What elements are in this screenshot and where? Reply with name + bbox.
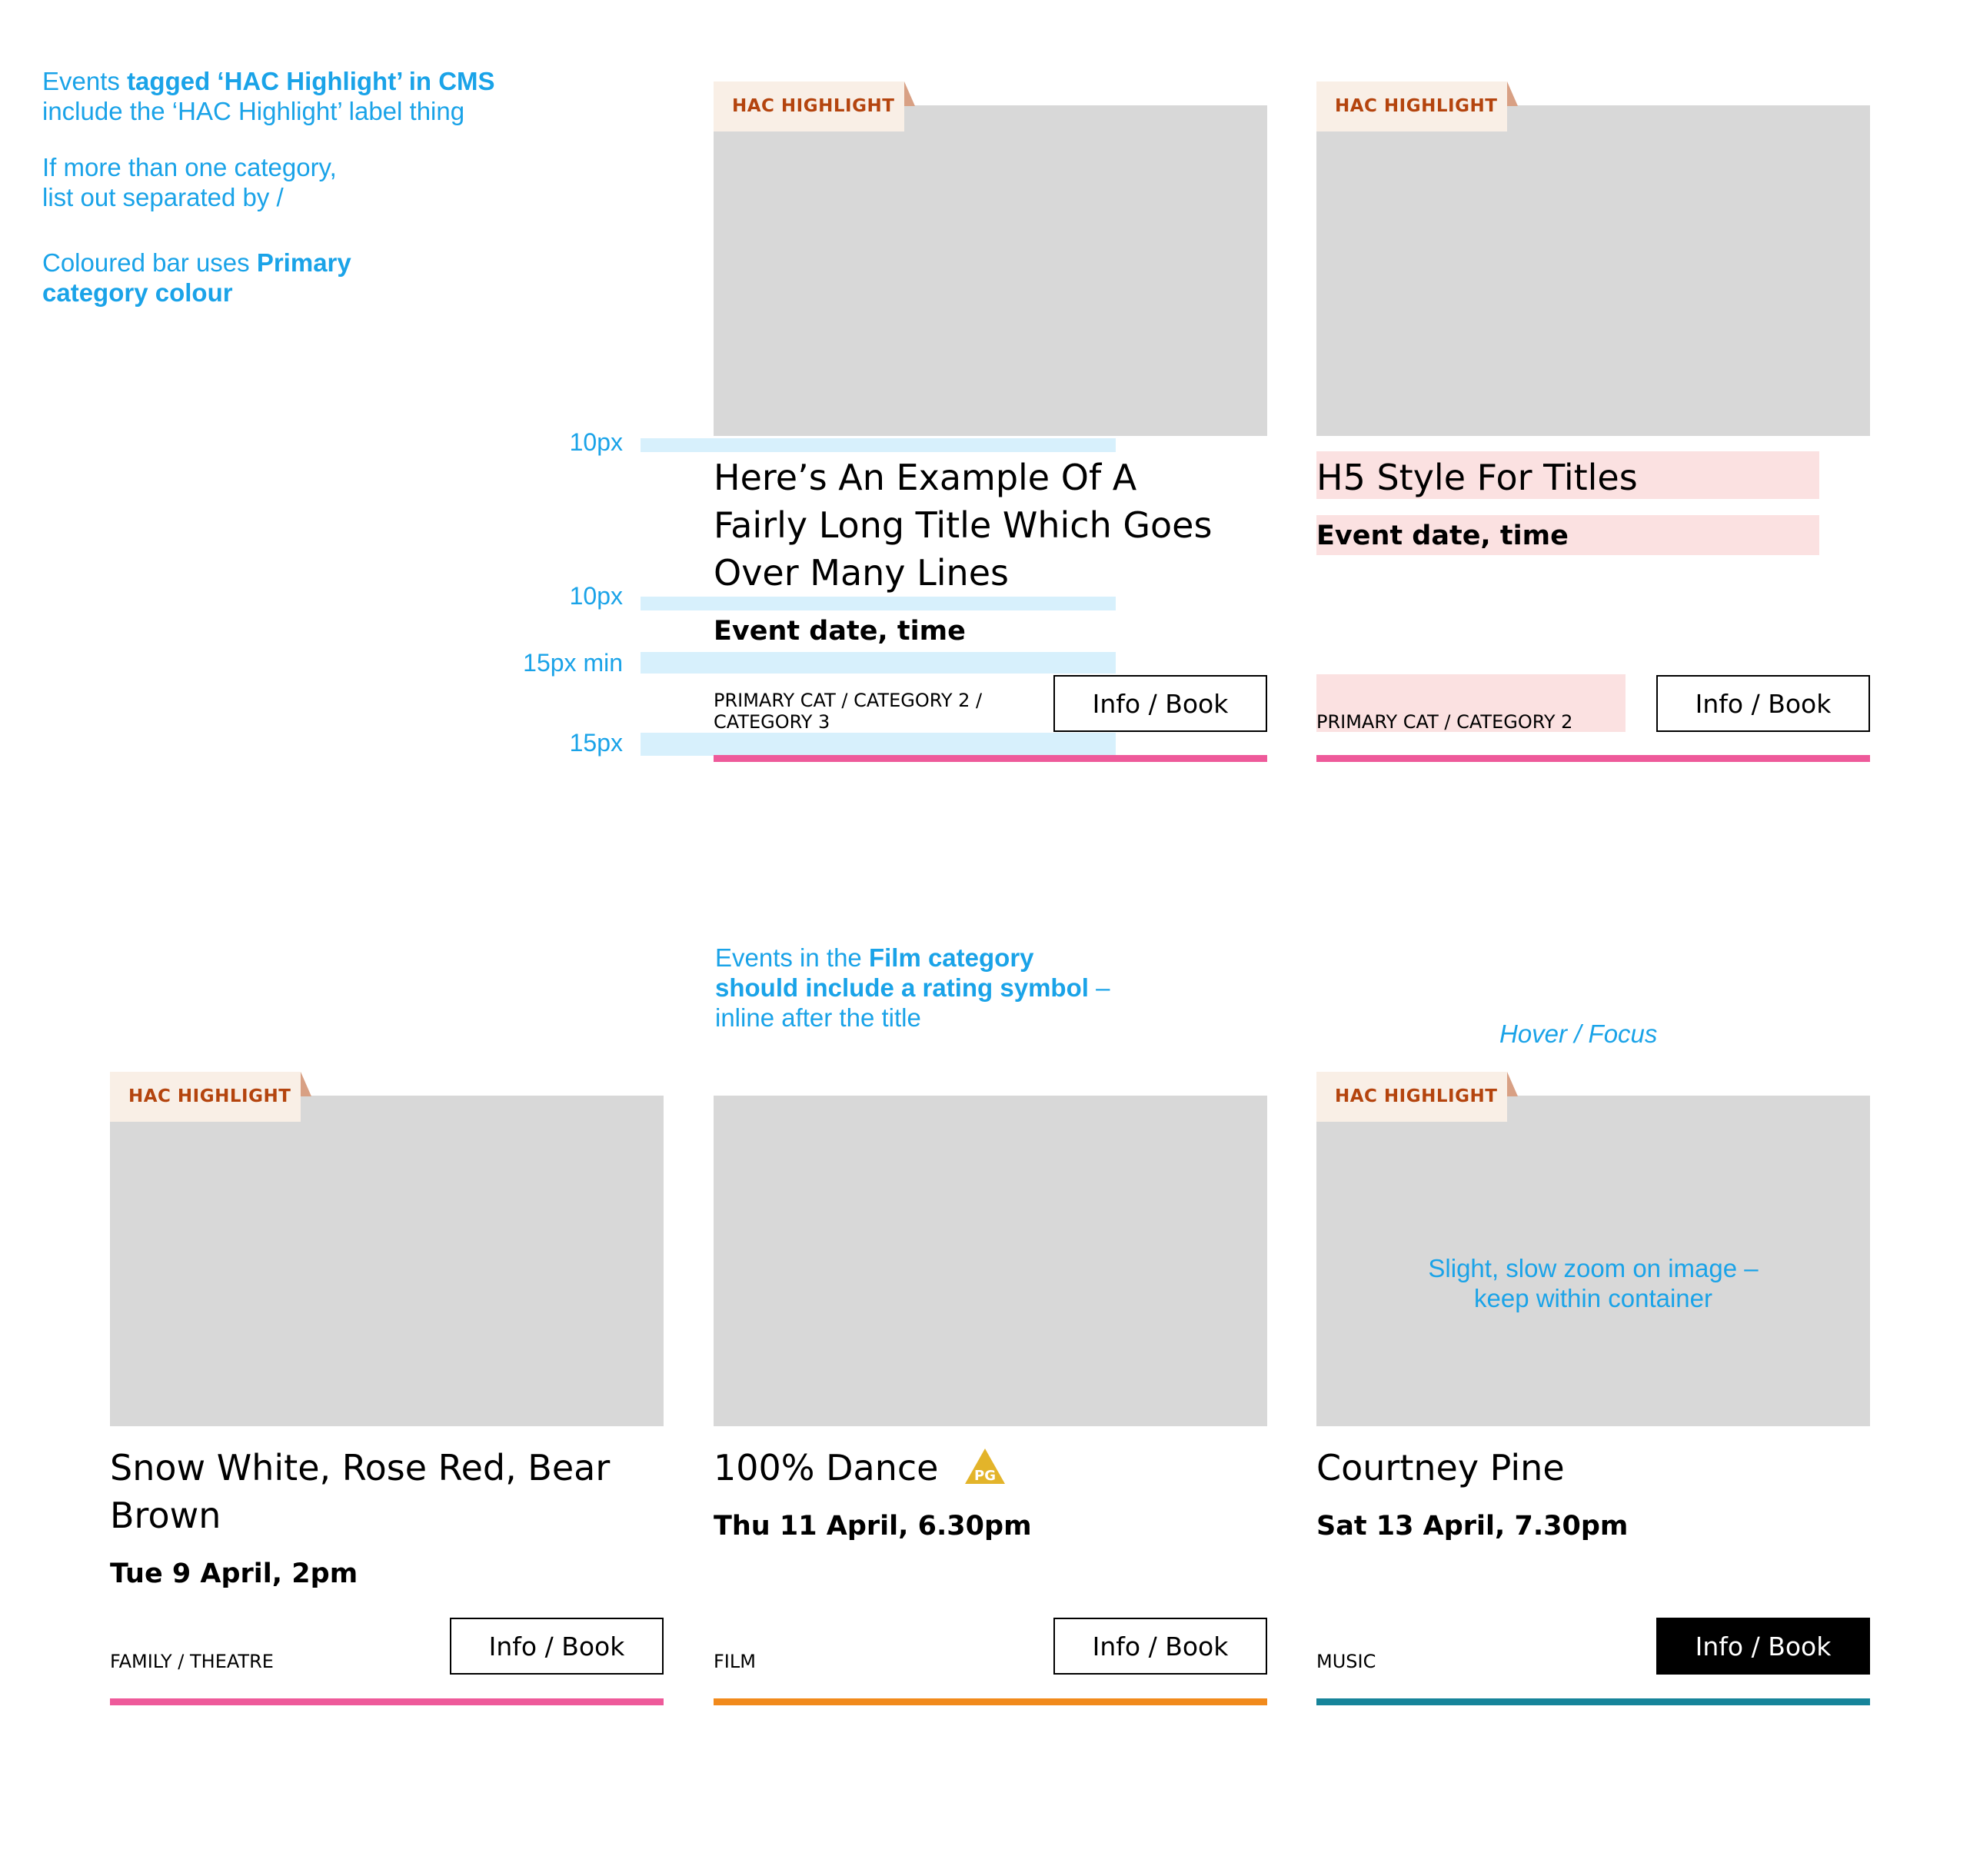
zoom-note-line1: Slight, slow zoom on image – xyxy=(1428,1254,1759,1282)
film-rating-note: Events in the Film category should inclu… xyxy=(715,943,1253,1033)
event-title-line2: Fairly Long Title Which Goes xyxy=(714,504,1213,546)
spacing-bar-1 xyxy=(641,438,1116,452)
date-guide-highlight xyxy=(1316,515,1819,555)
spacing-label-1: 10px xyxy=(569,428,623,456)
category-colour-bar xyxy=(714,755,1267,762)
categories-guide-highlight xyxy=(1316,674,1626,732)
colour-bar-note: Coloured bar uses Primary category colou… xyxy=(42,248,581,308)
event-image[interactable] xyxy=(1316,105,1870,436)
cms-tag-note-bold: tagged ‘HAC Highlight’ in CMS xyxy=(127,67,495,95)
event-title[interactable]: H5 Style For Titles xyxy=(1316,457,1638,498)
event-image[interactable] xyxy=(714,1096,1267,1426)
cms-tag-note: Events tagged ‘HAC Highlight’ in CMS inc… xyxy=(42,66,581,126)
hac-highlight-tag: HAC HIGHLIGHT xyxy=(1316,81,1507,131)
colour-bar-note-bold1: Primary xyxy=(256,248,351,277)
info-book-button-hover[interactable]: Info / Book xyxy=(1656,1618,1870,1675)
hac-highlight-tag: HAC HIGHLIGHT xyxy=(1316,1072,1507,1122)
event-title[interactable]: 100% Dance PG xyxy=(714,1444,1252,1492)
category-colour-bar xyxy=(110,1698,664,1705)
hac-highlight-tag: HAC HIGHLIGHT xyxy=(110,1072,301,1122)
category-colour-bar xyxy=(1316,1698,1870,1705)
event-date: Event date, time xyxy=(714,616,966,647)
event-categories-line2: CATEGORY 3 xyxy=(714,711,830,733)
category-note: If more than one category, list out sepa… xyxy=(42,152,581,212)
category-colour-bar xyxy=(714,1698,1267,1705)
event-card-example-long: HAC HIGHLIGHT Here’s An Example Of A Fai… xyxy=(714,81,1267,773)
tag-fold-corner xyxy=(904,81,915,106)
info-book-button[interactable]: Info / Book xyxy=(1053,675,1267,732)
spacing-bar-4 xyxy=(641,733,1116,756)
event-title-line1: Snow White, Rose Red, Bear xyxy=(110,1447,611,1488)
event-title[interactable]: Snow White, Rose Red, Bear Brown xyxy=(110,1444,648,1539)
cms-tag-note-line2: include the ‘HAC Highlight’ label thing xyxy=(42,97,465,125)
spacing-bar-3 xyxy=(641,652,1116,674)
event-date: Tue 9 April, 2pm xyxy=(110,1558,358,1589)
tag-fold-corner xyxy=(301,1072,311,1096)
category-note-line1: If more than one category, xyxy=(42,153,337,181)
event-categories: PRIMARY CAT / CATEGORY 2 xyxy=(1316,711,1573,733)
event-categories-line1: PRIMARY CAT / CATEGORY 2 / xyxy=(714,690,983,711)
info-book-button[interactable]: Info / Book xyxy=(1656,675,1870,732)
cms-tag-note-prefix: Events xyxy=(42,67,128,95)
event-title-line3: Over Many Lines xyxy=(714,552,1009,594)
colour-bar-note-bold2: category colour xyxy=(42,278,233,307)
event-date: Sat 13 April, 7.30pm xyxy=(1316,1511,1629,1542)
category-colour-bar xyxy=(1316,755,1870,762)
event-categories: PRIMARY CAT / CATEGORY 2 / CATEGORY 3 xyxy=(714,690,982,733)
event-title-line1: Here’s An Example Of A xyxy=(714,457,1137,498)
event-title[interactable]: Here’s An Example Of A Fairly Long Title… xyxy=(714,454,1252,597)
zoom-note: Slight, slow zoom on image – keep within… xyxy=(1316,1253,1870,1313)
category-note-line2: list out separated by / xyxy=(42,183,284,211)
spacing-label-4: 15px xyxy=(569,729,623,757)
film-note-prefix: Events in the xyxy=(715,943,869,972)
event-date: Event date, time xyxy=(1316,521,1569,551)
event-card-h5-style: HAC HIGHLIGHT H5 Style For Titles Event … xyxy=(1316,81,1870,773)
event-card-snow-white: HAC HIGHLIGHT Snow White, Rose Red, Bear… xyxy=(110,1072,664,1764)
info-book-button[interactable]: Info / Book xyxy=(450,1618,664,1675)
hac-highlight-tag: HAC HIGHLIGHT xyxy=(714,81,904,131)
event-image[interactable]: Slight, slow zoom on image – keep within… xyxy=(1316,1096,1870,1426)
film-note-bold1: Film category xyxy=(868,943,1034,972)
event-image[interactable] xyxy=(110,1096,664,1426)
rating-label: PG xyxy=(974,1468,996,1484)
film-note-bold2: should include a rating symbol xyxy=(715,973,1089,1002)
tag-fold-corner xyxy=(1507,1072,1518,1096)
spacing-bar-2 xyxy=(641,597,1116,610)
pg-rating-icon: PG xyxy=(965,1448,1006,1484)
zoom-note-line2: keep within container xyxy=(1473,1284,1713,1312)
event-image[interactable] xyxy=(714,105,1267,436)
event-categories: FILM xyxy=(714,1651,756,1672)
event-date: Thu 11 April, 6.30pm xyxy=(714,1511,1032,1542)
info-book-button[interactable]: Info / Book xyxy=(1053,1618,1267,1675)
event-card-100-dance: 100% Dance PG Thu 11 April, 6.30pm FILM … xyxy=(714,1072,1267,1764)
event-title-text: 100% Dance xyxy=(714,1447,939,1488)
film-note-suffix: – xyxy=(1088,973,1110,1002)
event-categories: MUSIC xyxy=(1316,1651,1376,1672)
event-title[interactable]: Courtney Pine xyxy=(1316,1447,1565,1488)
event-card-courtney-pine: Slight, slow zoom on image – keep within… xyxy=(1316,1072,1870,1764)
spacing-label-2: 10px xyxy=(569,582,623,610)
event-title-line2: Brown xyxy=(110,1495,221,1536)
colour-bar-note-prefix: Coloured bar uses xyxy=(42,248,257,277)
spacing-label-3: 15px min xyxy=(523,649,623,677)
film-note-line3: inline after the title xyxy=(715,1003,921,1032)
event-categories: FAMILY / THEATRE xyxy=(110,1651,274,1672)
title-guide-highlight xyxy=(1316,451,1819,499)
tag-fold-corner xyxy=(1507,81,1518,106)
hover-focus-label: Hover / Focus xyxy=(1499,1019,1658,1048)
